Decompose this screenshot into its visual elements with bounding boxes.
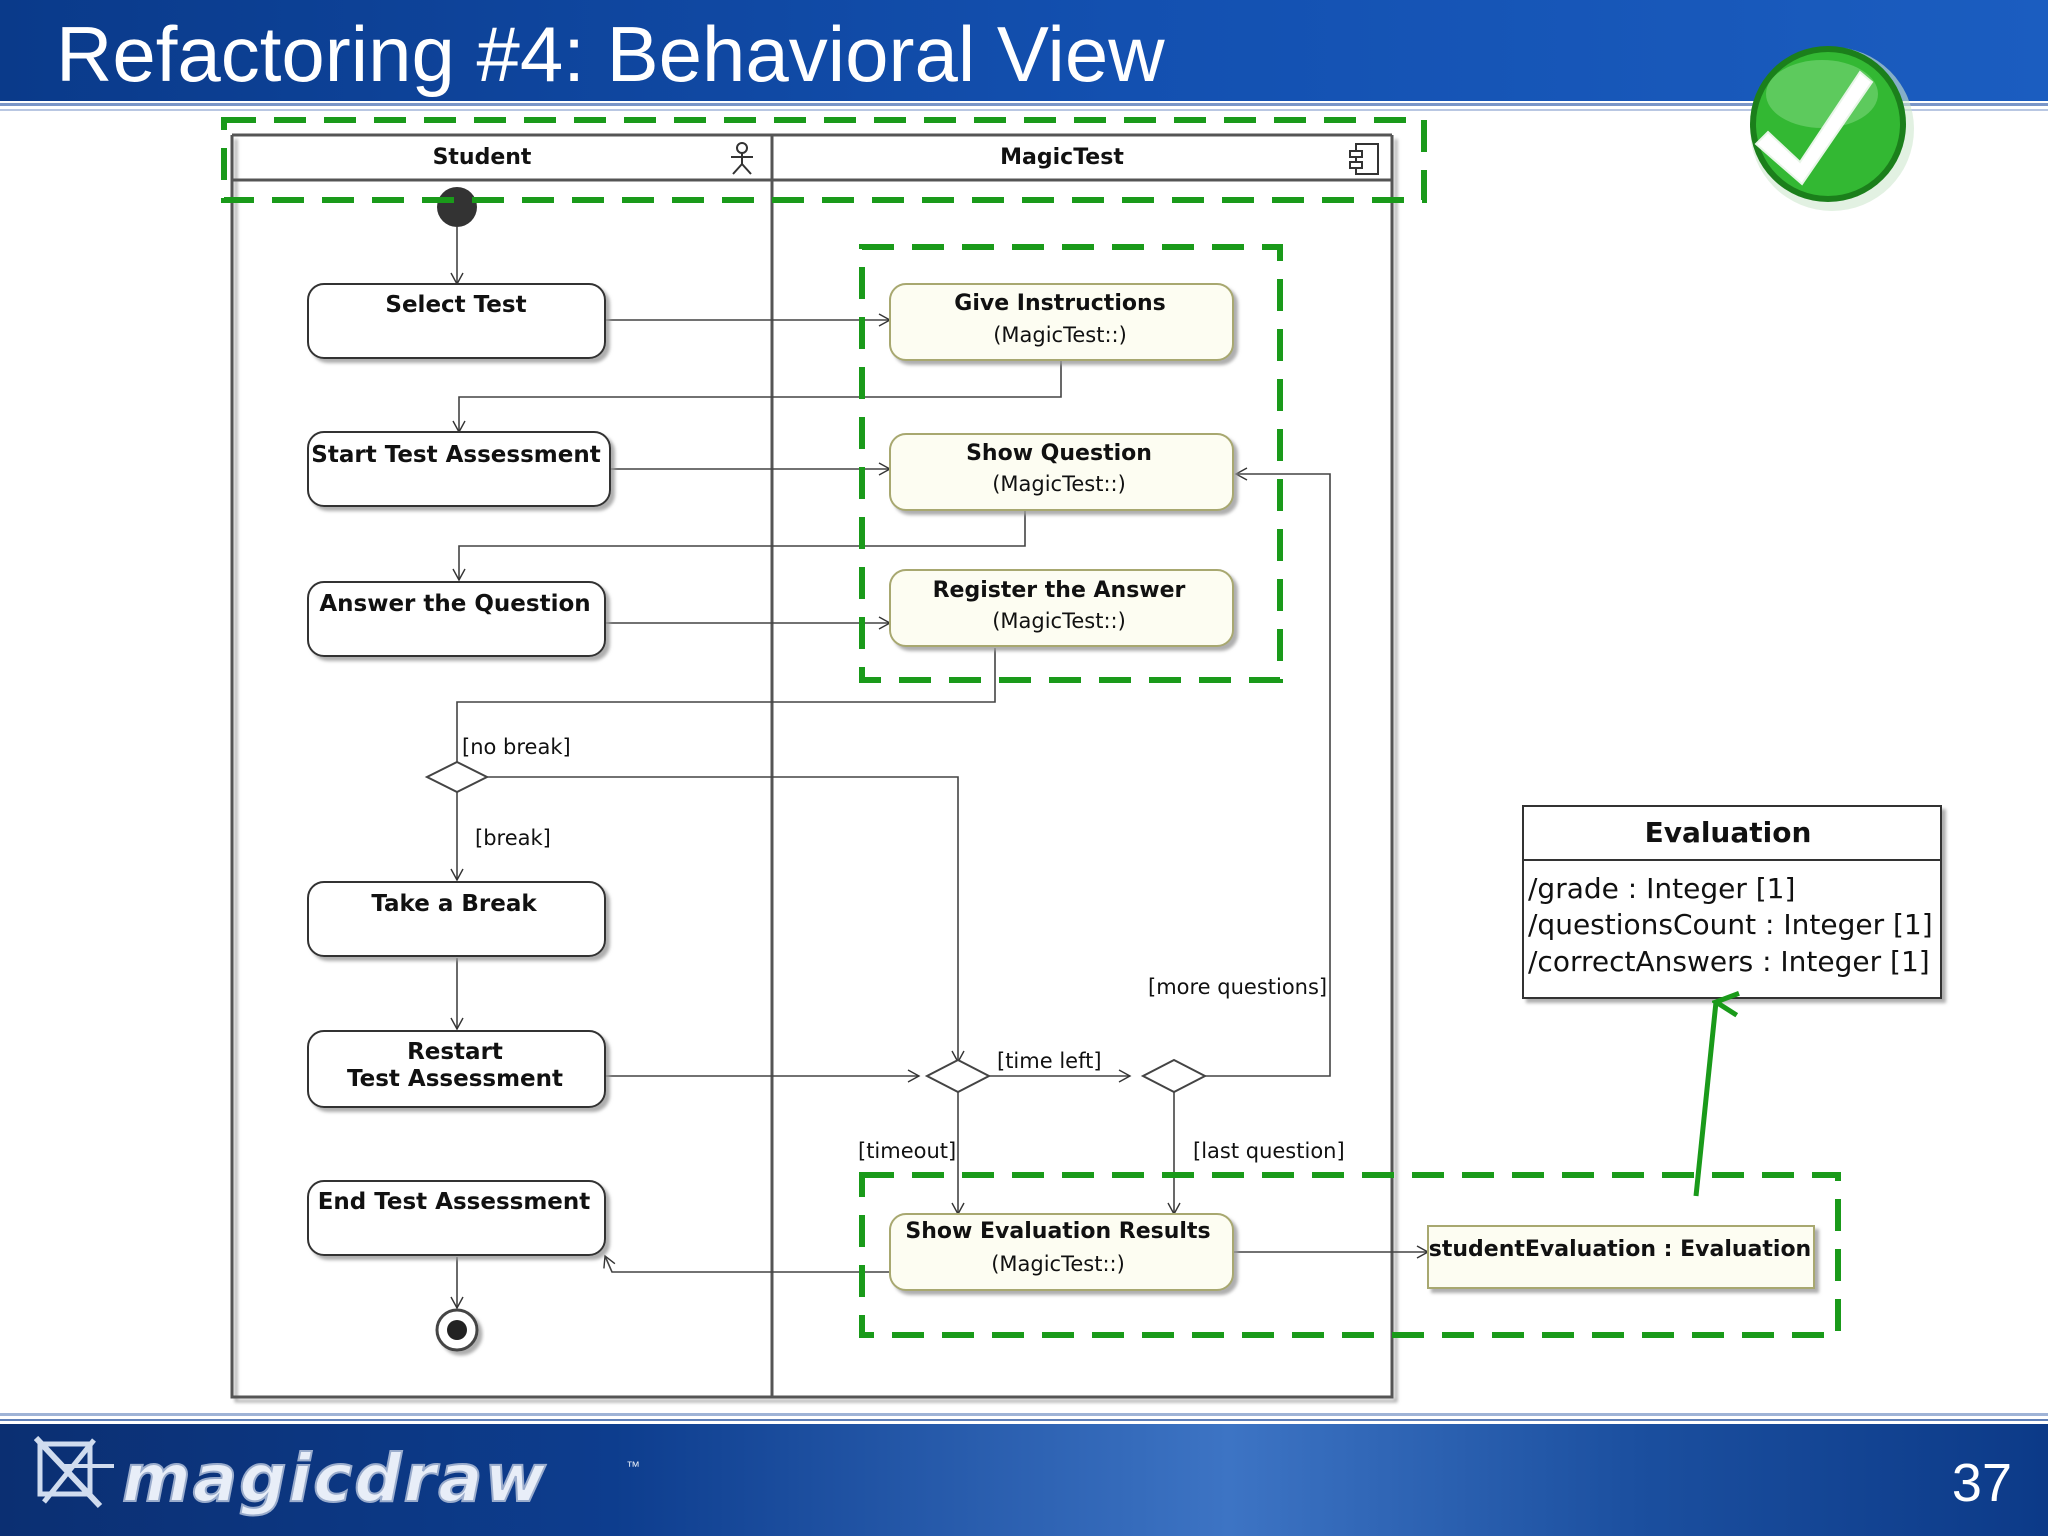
action-register-the-answer: Register the Answer (MagicTest::) xyxy=(889,569,1234,647)
slide-title: Refactoring #4: Behavioral View xyxy=(56,10,1165,98)
swimlane-magictest-label: MagicTest xyxy=(1000,145,1124,170)
action-owner: (MagicTest::) xyxy=(992,609,1126,633)
initial-node xyxy=(437,187,477,227)
class-attribute: /grade : Integer [1] xyxy=(1528,872,1795,905)
action-label: Start Test Assessment xyxy=(311,442,600,468)
guard-labels: [no break] [break] [more questions] [tim… xyxy=(462,735,1345,1163)
decision-break xyxy=(424,760,490,794)
action-end-test-assessment: End Test Assessment xyxy=(307,1180,606,1256)
green-arrow xyxy=(1693,1002,1716,1197)
action-restart-test-assessment: Restart Test Assessment xyxy=(307,1030,606,1108)
class-attribute: /questionsCount : Integer [1] xyxy=(1528,908,1933,941)
action-label: End Test Assessment xyxy=(318,1189,591,1215)
guard-more-questions: [more questions] xyxy=(1148,975,1327,999)
slide-header xyxy=(0,0,2048,101)
highlight-magictest-actions xyxy=(859,244,1283,683)
action-label-line1: Restart xyxy=(407,1039,503,1065)
guard-timeout: [timeout] xyxy=(858,1139,956,1163)
action-owner: (MagicTest::) xyxy=(992,472,1126,496)
class-evaluation: Evaluation /grade : Integer [1] /questio… xyxy=(1522,805,1942,999)
magicdraw-logo: magicdraw xyxy=(121,1439,548,1518)
action-label: Show Question xyxy=(966,441,1152,466)
highlight-regions xyxy=(221,117,1841,1338)
action-select-test: Select Test xyxy=(307,283,606,359)
action-give-instructions: Give Instructions (MagicTest::) xyxy=(889,283,1234,361)
page-number: 37 xyxy=(1951,1453,2012,1513)
class-name: Evaluation xyxy=(1645,816,1812,849)
guard-break: [break] xyxy=(475,826,551,850)
decision-time xyxy=(924,1058,992,1094)
action-owner: (MagicTest::) xyxy=(991,1252,1125,1276)
action-label: Answer the Question xyxy=(319,591,590,617)
action-label: Show Evaluation Results xyxy=(905,1219,1210,1244)
action-show-question: Show Question (MagicTest::) xyxy=(889,433,1234,511)
action-show-evaluation-results: Show Evaluation Results (MagicTest::) xyxy=(889,1213,1234,1291)
actor-icon xyxy=(731,142,753,175)
component-icon xyxy=(1349,143,1379,175)
swimlane-frame xyxy=(230,133,1394,1399)
action-label: Register the Answer xyxy=(933,578,1186,603)
action-owner: (MagicTest::) xyxy=(993,323,1127,347)
action-take-a-break: Take a Break xyxy=(307,881,606,957)
magicdraw-logo-icon xyxy=(34,1436,114,1509)
object-node-student-evaluation: studentEvaluation : Evaluation xyxy=(1427,1225,1815,1289)
highlight-swimlane-headers xyxy=(221,117,1427,203)
slide-footer xyxy=(0,1424,2048,1536)
final-node xyxy=(435,1308,479,1352)
action-answer-the-question: Answer the Question xyxy=(307,581,606,657)
header-divider xyxy=(0,103,2048,106)
decision-questions xyxy=(1140,1058,1208,1094)
guard-time-left: [time left] xyxy=(997,1049,1102,1073)
action-start-test-assessment: Start Test Assessment xyxy=(307,431,611,507)
guard-last-question: [last question] xyxy=(1193,1139,1345,1163)
action-label: Give Instructions xyxy=(954,291,1165,316)
guard-no-break: [no break] xyxy=(462,735,571,759)
footer-divider xyxy=(0,1413,2048,1416)
action-label: Select Test xyxy=(385,292,526,318)
checkmark-icon xyxy=(1750,46,1914,211)
object-node-label: studentEvaluation : Evaluation xyxy=(1429,1237,1811,1262)
action-label: Take a Break xyxy=(371,891,537,917)
footer-divider-thin xyxy=(0,1419,2048,1421)
action-label-line2: Test Assessment xyxy=(347,1066,563,1092)
header-divider-thin xyxy=(0,109,2048,111)
swimlane-student-label: Student xyxy=(433,145,532,170)
control-flows xyxy=(450,227,1430,1310)
class-attribute: /correctAnswers : Integer [1] xyxy=(1528,945,1930,978)
logo-trademark: ™ xyxy=(626,1458,640,1474)
highlight-evaluation-output xyxy=(859,1172,1841,1338)
